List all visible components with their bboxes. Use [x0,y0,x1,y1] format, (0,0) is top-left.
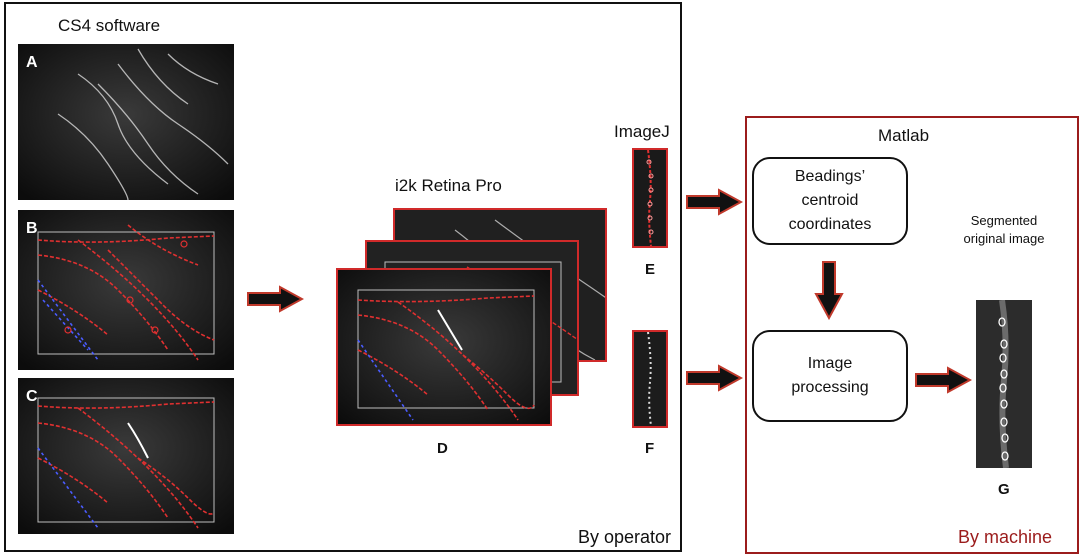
arrow-right-icon [247,285,304,313]
by-machine-label: By machine [958,527,1053,547]
i2k-retina-pro-title: i2k Retina Pro [395,176,502,195]
beadings-line-1: Beadings’ [794,168,866,185]
segmented-caption: Segmented original image [964,212,1045,248]
caption-e: E [645,261,656,278]
caption-d: D [437,440,448,457]
caption-g: G [998,481,1010,498]
segmented-original-image [976,300,1032,468]
processing-line-2: processing [791,379,869,396]
arrow-right-icon [686,188,743,216]
microscopy-image-b: B [18,210,234,370]
image-c-letter: C [26,388,38,405]
beadings-line-3: coordinates [788,216,872,233]
image-a-letter: A [26,54,38,71]
arrow-right-icon [686,364,743,392]
microscopy-image-c: C [18,378,234,534]
matlab-title: Matlab [878,126,930,145]
by-operator-label: By operator [578,527,672,547]
arrow-down-icon [814,261,844,320]
machine-panel [745,116,1079,554]
microscopy-image-a: A [18,44,234,200]
cs4-software-title: CS4 software [58,16,161,35]
image-b-letter: B [26,220,38,237]
stacked-image-front [336,268,552,426]
arrow-right-icon [915,366,972,394]
operator-panel [4,2,682,552]
segmented-line-1: Segmented [970,213,1038,228]
segmented-line-2: original image [963,231,1045,246]
processing-line-1: Image [807,355,853,372]
beadings-line-2: centroid [801,192,859,209]
imagej-crop-e [632,148,668,248]
image-processing-box: Image processing [752,330,908,422]
imagej-title: ImageJ [614,122,670,141]
beadings-centroid-box: Beadings’ centroid coordinates [752,157,908,245]
imagej-crop-f [632,330,668,428]
caption-f: F [645,440,655,457]
